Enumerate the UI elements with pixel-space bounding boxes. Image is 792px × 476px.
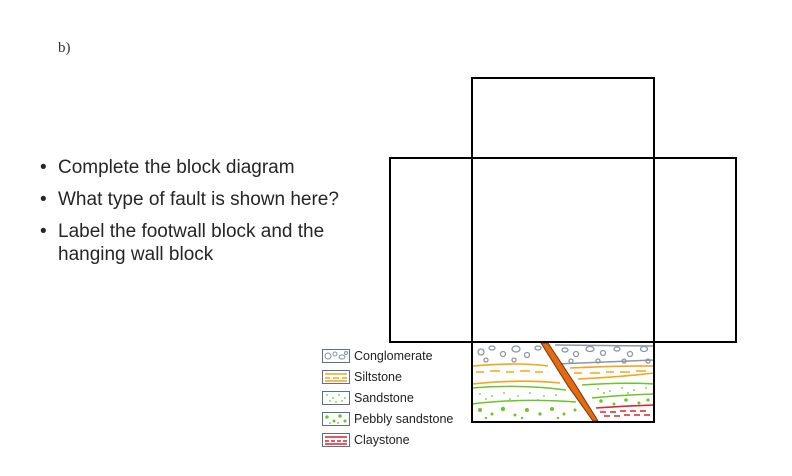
pebbly-sandstone-layer	[478, 398, 650, 420]
siltstone-pattern-icon	[322, 369, 350, 384]
rock-legend: Conglomerate Siltstone Sandstone	[322, 345, 453, 450]
conglomerate-pattern-icon	[322, 348, 350, 363]
sandstone-layer	[471, 382, 655, 405]
legend-item-claystone: Claystone	[322, 429, 453, 450]
question-label-blocks: Label the footwall block and the hanging…	[40, 220, 340, 266]
net-right-face	[653, 157, 737, 343]
pebbly-sandstone-pattern-icon	[322, 411, 350, 426]
question-fault-type: What type of fault is shown here?	[40, 188, 340, 211]
legend-label: Siltstone	[354, 369, 402, 384]
legend-item-pebbly-sandstone: Pebbly sandstone	[322, 408, 453, 429]
conglomerate-layer	[477, 344, 655, 365]
legend-item-siltstone: Siltstone	[322, 366, 453, 387]
front-face-cross-section	[471, 341, 655, 423]
siltstone-layer	[471, 363, 655, 385]
question-complete-diagram: Complete the block diagram	[40, 156, 340, 179]
sandstone-dots	[479, 387, 647, 401]
net-top-face	[471, 77, 655, 159]
legend-label: Sandstone	[354, 390, 414, 405]
net-left-face	[389, 157, 473, 343]
legend-label: Claystone	[354, 432, 410, 447]
net-center-face	[471, 157, 655, 343]
question-list: Complete the block diagram What type of …	[40, 156, 340, 275]
claystone-pattern-icon	[322, 432, 350, 447]
part-label: b)	[58, 40, 71, 56]
sandstone-pattern-icon	[322, 390, 350, 405]
legend-label: Pebbly sandstone	[354, 411, 454, 426]
legend-item-sandstone: Sandstone	[322, 387, 453, 408]
legend-item-conglomerate: Conglomerate	[322, 345, 453, 366]
legend-label: Conglomerate	[354, 348, 433, 363]
claystone-layer	[595, 404, 655, 417]
